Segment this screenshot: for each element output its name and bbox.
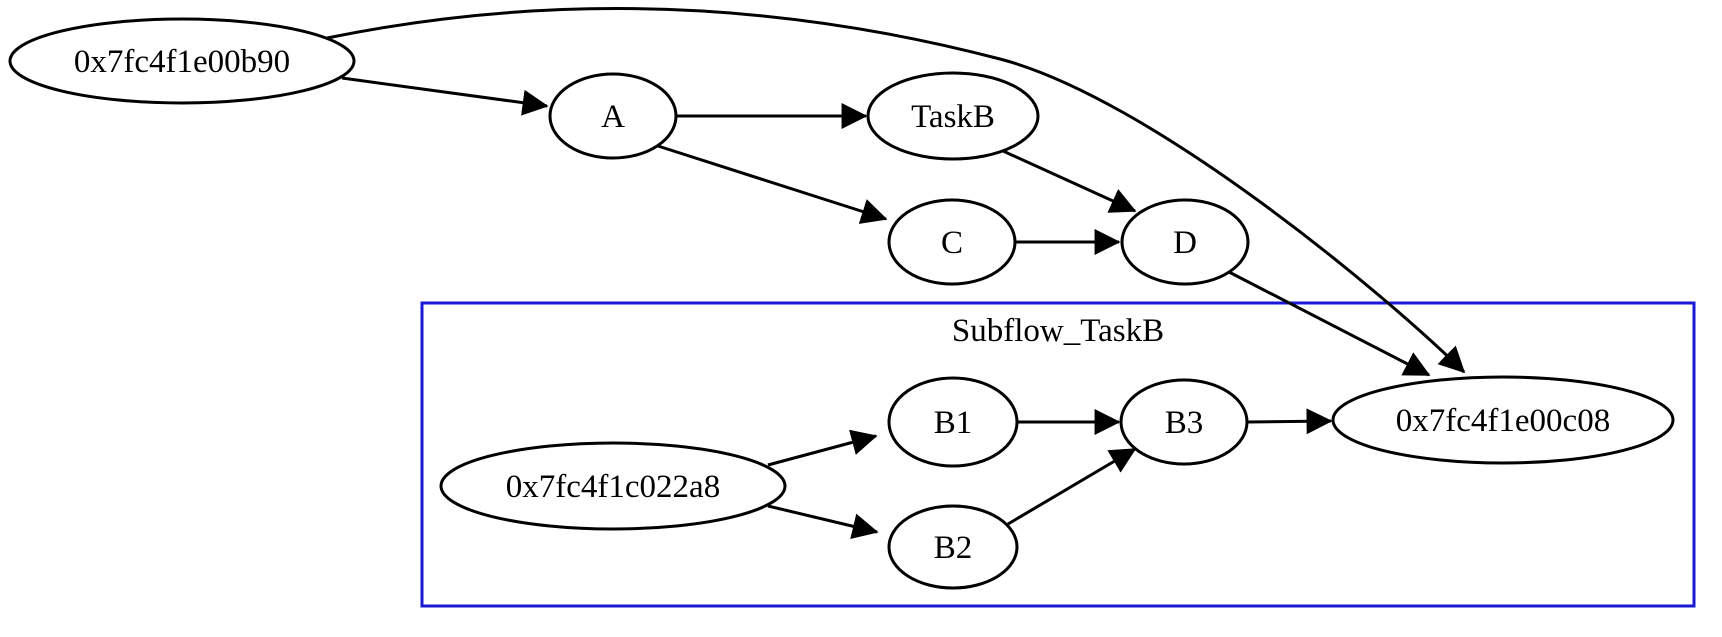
node-B3-ellipse [1119,378,1249,466]
node-b90-label: 0x7fc4f1e00b90 [74,44,290,80]
node-B1-ellipse [887,376,1019,468]
node-B1: B1 [887,376,1019,468]
cluster-label: Subflow_TaskB [952,313,1164,349]
edge-c022a8-to-B2 [767,504,879,539]
node-c08-label: 0x7fc4f1e00c08 [1396,403,1610,439]
node-B2-ellipse [887,504,1019,590]
edge-c022a8-to-B1 [767,429,878,467]
node-B1-label: B1 [934,405,973,441]
node-b90-ellipse [8,17,356,105]
nodes: 0x7fc4f1e00b90 A TaskB C D 0x7fc4f1c022a [8,17,1675,590]
edge-b90-to-c08 [326,7,1466,374]
edge-A-to-C [657,144,888,224]
node-b90: 0x7fc4f1e00b90 [8,17,356,105]
node-c08-ellipse [1331,375,1675,465]
node-A-ellipse [548,72,678,160]
node-B2-label: B2 [934,530,973,566]
edge-B3-to-c08 [1247,408,1333,435]
edge-B2-to-B3 [1007,447,1137,526]
node-B3-label: B3 [1165,405,1204,441]
node-c08: 0x7fc4f1e00c08 [1331,375,1675,465]
node-c022a8-ellipse [439,441,787,531]
node-TaskB-ellipse [866,71,1040,161]
node-c022a8: 0x7fc4f1c022a8 [439,441,787,531]
node-D-ellipse [1120,198,1250,286]
node-A-label: A [601,99,625,135]
cluster-subflow-taskb: Subflow_TaskB [420,301,1696,608]
edge-b90-to-A [341,76,549,116]
edge-TaskB-to-D [1002,149,1137,213]
cluster-border [420,301,1696,608]
node-D: D [1120,198,1250,286]
node-D-label: D [1173,225,1197,261]
node-c022a8-label: 0x7fc4f1c022a8 [506,469,720,505]
node-B3: B3 [1119,378,1249,466]
node-C: C [887,198,1017,286]
edges [326,7,1466,539]
node-B2: B2 [887,504,1019,590]
node-C-ellipse [887,198,1017,286]
node-A: A [548,72,678,160]
node-TaskB: TaskB [866,71,1040,161]
node-TaskB-label: TaskB [911,99,995,135]
edge-D-to-c08 [1228,270,1431,377]
node-C-label: C [941,225,963,261]
